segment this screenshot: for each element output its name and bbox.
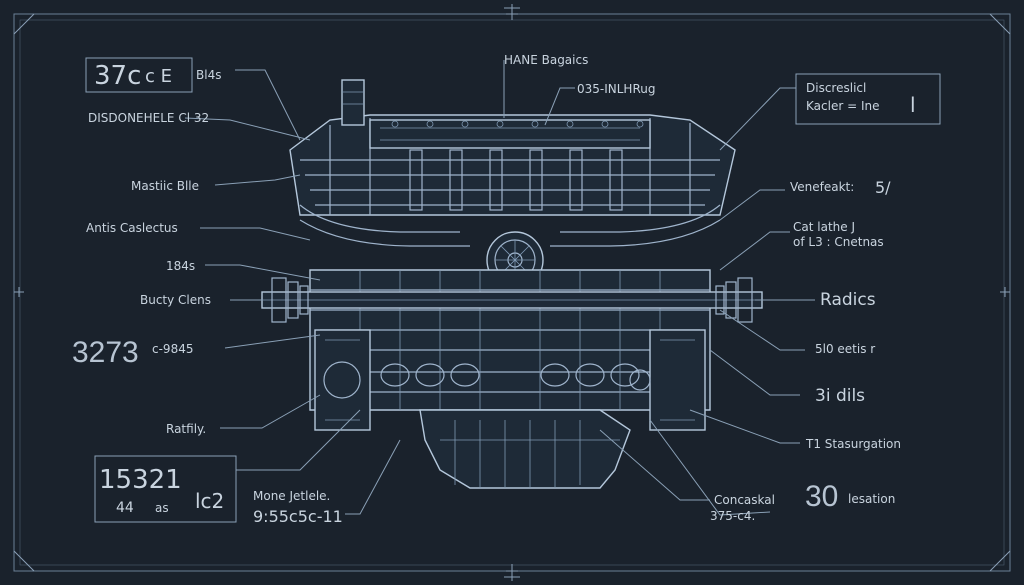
- box-small-a: 44: [116, 500, 134, 516]
- label-concask-value: 375-c4.: [710, 509, 755, 523]
- label-thirty: 30: [805, 480, 838, 513]
- big-left-suffix: c-9845: [152, 342, 193, 356]
- box-right-line3: l: [910, 93, 916, 117]
- label-venefeakt-value: 5/: [875, 178, 891, 197]
- box-right-line2: Kacler = Ine: [806, 99, 879, 113]
- top-left-box: [85, 57, 193, 93]
- label-bucty: Bucty Clens: [140, 293, 211, 307]
- label-thirty-small: lesation: [848, 492, 895, 506]
- box-right-line1: Discreslicl: [806, 81, 866, 95]
- label-disdonehele: DISDONEHELE Cl 32: [88, 111, 209, 125]
- label-venefeakt: Venefeakt:: [790, 180, 854, 194]
- label-cat2: of L3 : Cnetnas: [793, 235, 884, 249]
- top-left-small: Bl4s: [196, 68, 221, 82]
- box-small-c: lc2: [195, 489, 224, 513]
- leader-lines: [184, 60, 815, 516]
- bottom-left-box: [94, 455, 237, 523]
- diagram-title: HANE Bagaics: [504, 53, 588, 67]
- label-mastiic: Mastiic Blle: [131, 179, 199, 193]
- blueprint-frame: [13, 4, 1011, 581]
- top-left-value: 37c: [94, 61, 141, 91]
- top-left-value2: c E: [145, 66, 172, 87]
- label-cat1: Cat lathe J: [793, 220, 855, 234]
- label-mone-value: 9:55c5c-11: [253, 507, 343, 526]
- label-radics: Radics: [820, 290, 876, 310]
- box-small-b: as: [155, 501, 169, 515]
- label-mone: Mone Jetlele.: [253, 489, 330, 503]
- label-3idils: 3i dils: [815, 386, 865, 406]
- label-top-center: 035-INLHRug: [577, 82, 655, 96]
- label-t1: T1 Stasurgation: [805, 437, 901, 451]
- top-right-box: [795, 73, 941, 125]
- label-concask: Concaskal: [714, 493, 775, 507]
- label-5l0: 5l0 eetis r: [815, 342, 875, 356]
- label-antis: Antis Caslectus: [86, 221, 178, 235]
- engine-illustration: [261, 79, 763, 489]
- box-big-value: 15321: [99, 465, 182, 495]
- label-ratfily: Ratfily.: [166, 422, 206, 436]
- big-left-value: 3273: [72, 336, 139, 369]
- label-184s: 184s: [166, 259, 195, 273]
